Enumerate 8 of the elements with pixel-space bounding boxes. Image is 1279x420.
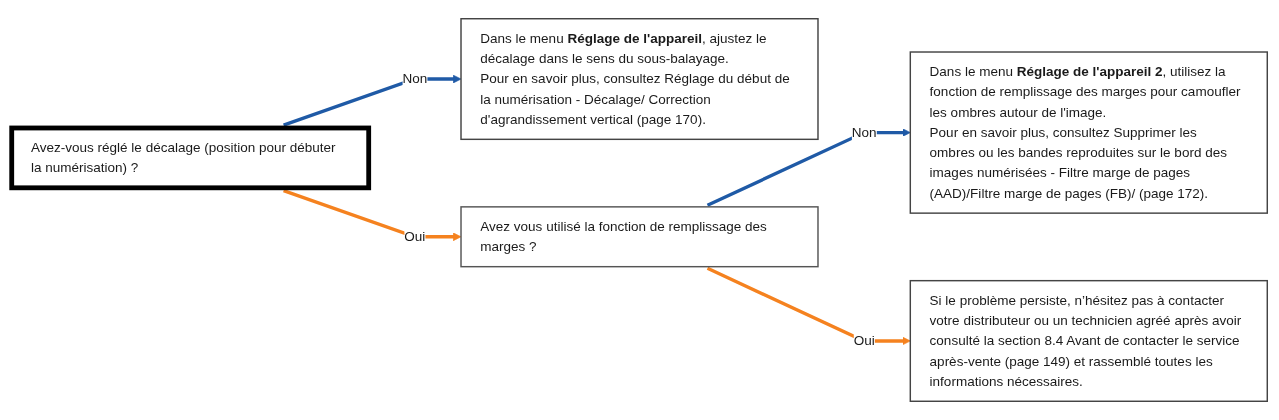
text-box: Avez-vous réglé le décalage (position pour débuter la numérisation) ? — [9, 125, 372, 191]
text-box: Dans le menu Réglage de l'appareil, ajustez le décalage dans le sens du sous-balayage. Pour en savoir plus, consultez Réglage du début de la numérisation - Décalage/ Correction d'agrandissement vertical (page 170). — [460, 18, 819, 141]
arrow — [706, 128, 911, 207]
text-box: Dans le menu Réglage de l'appareil 2, utilisez la fonction de remplissage des marges pour camoufler les ombres autour de l'image. Pour en savoir plus, consultez Supprimer les ombres ou les bandes reproduites sur le bord des images numérisées - Filtre marge de pages (AAD)/Filtre marge de pages (FB)/ (page 172). — [909, 51, 1268, 214]
text-box: Si le problème persiste, n’hésitez pas à contacter votre distributeur ou un technicien agréé après avoir consulté la section 8.4 Avant de contacter le service après-vente (page 149) et rassemblé toutes les informations nécessaires. — [909, 279, 1268, 402]
arrow — [706, 266, 911, 346]
arrow — [283, 189, 462, 241]
text-box: Avez vous utilisé la fonction de remplissage des marges ? — [460, 206, 819, 268]
